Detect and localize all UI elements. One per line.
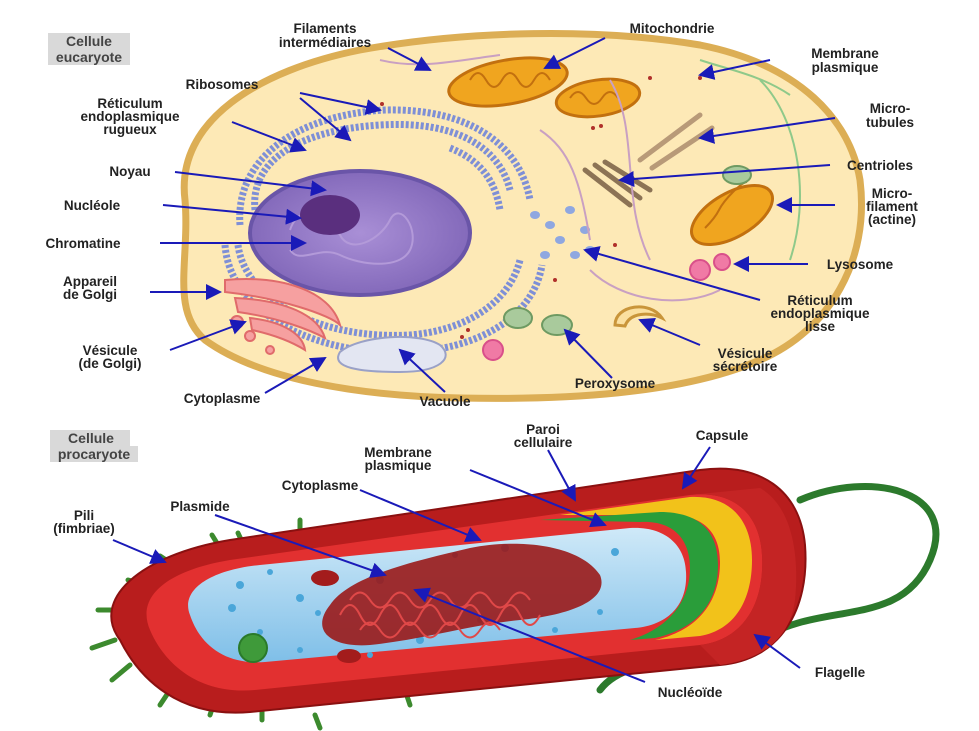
label-cytoplasme-pro: Cytoplasme: [282, 478, 359, 493]
eukaryote-title-line2: eucaryote: [56, 49, 122, 65]
label-noyau: Noyau: [109, 164, 150, 179]
eukaryote-cell: Cellule eucaryote Filamentsintermédiaire…: [45, 21, 918, 409]
eukaryote-title-line1: Cellule: [66, 33, 112, 49]
label-mitochondrie: Mitochondrie: [630, 21, 715, 36]
eukaryote-title: Cellule eucaryote: [48, 33, 130, 65]
label-pili-2: (fimbriae): [53, 521, 115, 536]
prokaryote-title: Cellule procaryote: [50, 430, 138, 462]
label-rel-3: lisse: [805, 319, 836, 334]
label-membrane-pro-2: plasmique: [365, 458, 432, 473]
label-cytoplasme-euk: Cytoplasme: [184, 391, 261, 406]
label-vesicule-golgi-2: (de Golgi): [79, 356, 142, 371]
prokaryote-title-line1: Cellule: [68, 430, 114, 446]
prokaryote-title-line2: procaryote: [58, 446, 131, 462]
label-peroxysome: Peroxysome: [575, 376, 656, 391]
label-vacuole: Vacuole: [419, 394, 471, 409]
label-membrane-euk-2: plasmique: [812, 60, 879, 75]
label-microtubules-1: Micro-: [870, 101, 911, 116]
label-nucleole: Nucléole: [64, 198, 121, 213]
label-rer-3: rugueux: [103, 122, 157, 137]
svg-text:Micro-filament(actine): Micro-filament(actine): [866, 186, 918, 227]
label-centrioles: Centrioles: [847, 158, 913, 173]
label-golgi-2: de Golgi: [63, 287, 117, 302]
label-capsule: Capsule: [696, 428, 749, 443]
label-paroi-2: cellulaire: [514, 435, 573, 450]
label-lysosome: Lysosome: [827, 257, 894, 272]
nucleus: [250, 171, 470, 295]
label-vesicule-secretoire-2: sécrétoire: [713, 359, 778, 374]
svg-text:Pili(fimbriae): Pili(fimbriae): [53, 508, 115, 536]
label-ribosomes: Ribosomes: [186, 77, 259, 92]
label-filaments-2: intermédiaires: [279, 35, 371, 50]
label-filaments-1: Filaments: [293, 21, 356, 36]
label-membrane-euk-1: Membrane: [811, 46, 879, 61]
nucleolus: [300, 195, 360, 235]
label-chromatine: Chromatine: [45, 236, 121, 251]
label-nucleoide: Nucléoïde: [658, 685, 723, 700]
label-plasmide: Plasmide: [170, 499, 230, 514]
label-microfilament-3: (actine): [868, 212, 916, 227]
svg-text:Vésicule(de Golgi): Vésicule(de Golgi): [79, 343, 142, 371]
label-microtubules-2: tubules: [866, 115, 914, 130]
svg-text:Micro-tubules: Micro-tubules: [866, 101, 914, 130]
label-flagelle: Flagelle: [815, 665, 866, 680]
inclusion-body: [239, 634, 267, 662]
